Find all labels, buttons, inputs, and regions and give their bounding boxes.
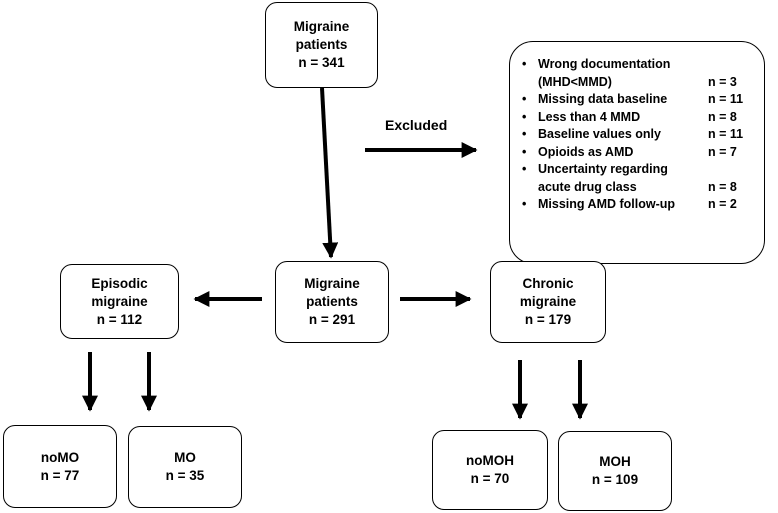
box-title: MOH (599, 454, 631, 469)
box-count: n = 109 (591, 472, 639, 487)
excluded-label: Excluded (385, 117, 448, 133)
exclusion-count: n = 2 (708, 197, 737, 211)
mo-box: MO n = 35 (128, 426, 242, 508)
nomoh-box: noMOH n = 70 (432, 430, 548, 510)
box-title: noMOH (466, 453, 514, 468)
nomo-box: noMO n = 77 (3, 425, 117, 508)
exclusion-count: n = 11 (708, 92, 744, 106)
box-title: Migraine patients (304, 276, 360, 309)
exclusion-count: n = 7 (708, 144, 737, 159)
box-title: MO (174, 450, 196, 465)
exclusion-count: n = 8 (708, 179, 737, 194)
exclusion-item: Baseline values only n = 11 (522, 126, 750, 144)
exclusion-item: Missing AMD follow-up n = 2 (522, 196, 750, 214)
exclusion-reason: Wrong documentation (MHD<MMD) (538, 57, 671, 89)
excluded-reasons-list: Wrong documentation (MHD<MMD) n = 3 Miss… (522, 56, 750, 214)
exclusion-reason: Missing AMD follow-up (538, 197, 676, 211)
box-count: n = 179 (524, 312, 572, 327)
exclusion-item: Wrong documentation (MHD<MMD) n = 3 (522, 56, 750, 91)
box-count: n = 112 (96, 311, 143, 327)
box-count: n = 77 (40, 467, 80, 483)
box-count: n = 35 (165, 468, 205, 483)
exclusion-item: Opioids as AMD n = 7 (522, 144, 750, 162)
exclusion-reason: Less than 4 MMD (538, 109, 641, 124)
exclusion-reason: Opioids as AMD (538, 144, 634, 159)
episodic-migraine-box: Episodic migraine n = 112 (60, 264, 179, 339)
box-title: Migraine patients (293, 19, 350, 52)
exclusion-item: Uncertainty regarding acute drug class n… (522, 161, 750, 196)
exclusion-count: n = 3 (708, 74, 737, 89)
exclusion-item: Less than 4 MMD n = 8 (522, 109, 750, 127)
migraine-patients-initial-box: Migraine patients n = 341 (265, 2, 378, 88)
box-title: Chronic migraine (519, 276, 577, 309)
chronic-migraine-box: Chronic migraine n = 179 (490, 261, 606, 343)
moh-box: MOH n = 109 (558, 431, 672, 511)
exclusion-item: Missing data baseline n = 11 (522, 91, 750, 109)
exclusion-reason: Missing data baseline (538, 92, 668, 106)
exclusion-reason: Baseline values only (538, 127, 661, 141)
box-title: noMO (40, 449, 80, 465)
exclusion-reason: Uncertainty regarding acute drug class (538, 162, 668, 194)
box-count: n = 291 (308, 312, 356, 327)
box-title: Episodic migraine (91, 275, 148, 309)
box-count: n = 341 (298, 55, 345, 70)
excluded-box: Wrong documentation (MHD<MMD) n = 3 Miss… (509, 41, 765, 264)
exclusion-count: n = 8 (708, 109, 737, 124)
migraine-patients-included-box: Migraine patients n = 291 (275, 261, 389, 343)
arrow-top-to-center (320, 87, 339, 259)
exclusion-count: n = 11 (708, 127, 744, 141)
box-count: n = 70 (470, 471, 510, 486)
